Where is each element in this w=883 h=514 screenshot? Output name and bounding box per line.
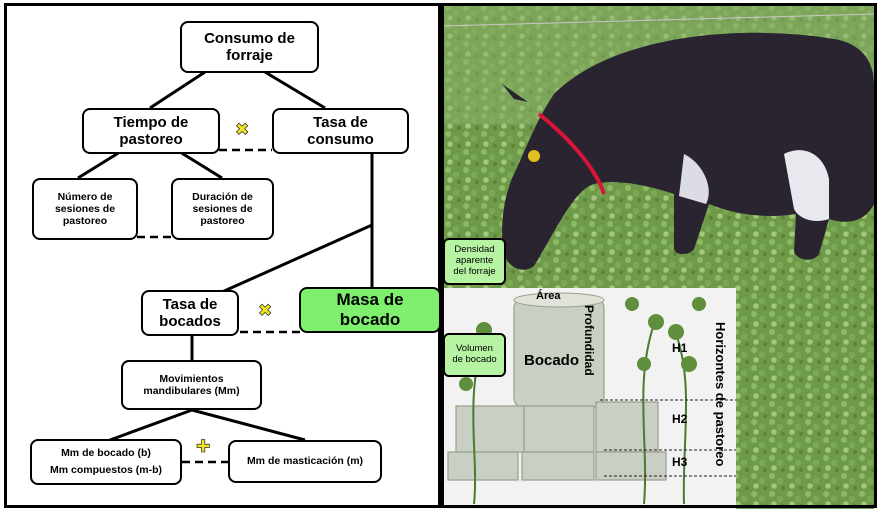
- label-h3: H3: [672, 455, 688, 469]
- label-volumen-bocado: Volumen de bocado: [443, 333, 506, 377]
- node-masa-bocado: Masa de bocado: [299, 287, 441, 333]
- label-profundidad: Profundidad: [582, 305, 596, 376]
- plus-icon: ✚: [196, 437, 211, 457]
- node-tiempo-pastoreo: Tiempo de pastoreo: [82, 108, 220, 154]
- node-numero-sesiones: Número de sesiones de pastoreo: [32, 178, 138, 240]
- label-horizontes-pastoreo: Horizontes de pastoreo: [713, 322, 728, 467]
- diagram-frame: [4, 3, 441, 508]
- label-h1: H1: [672, 341, 688, 355]
- node-duracion-sesiones: Duración de sesiones de pastoreo: [171, 178, 274, 240]
- node-tasa-consumo: Tasa de consumo: [272, 108, 409, 154]
- multiply-icon: ✖: [258, 301, 273, 321]
- node-mm-masticacion: Mm de masticación (m): [228, 440, 382, 483]
- node-mm-bocado: Mm de bocado (b) Mm compuestos (m-b): [30, 439, 182, 485]
- node-movimientos-mandibulares: Movimientos mandibulares (Mm): [121, 360, 262, 410]
- multiply-icon: ✖: [235, 120, 250, 140]
- label-bocado: Bocado: [524, 352, 580, 369]
- cow-grazing-photo: [444, 4, 874, 509]
- label-area: Área: [536, 290, 561, 302]
- photo-frame: [441, 3, 877, 508]
- node-consumo-forraje: Consumo de forraje: [180, 21, 319, 73]
- label-densidad-aparente: Densidad aparente del forraje: [443, 238, 506, 285]
- label-h2: H2: [672, 412, 688, 426]
- node-tasa-bocados: Tasa de bocados: [141, 290, 239, 336]
